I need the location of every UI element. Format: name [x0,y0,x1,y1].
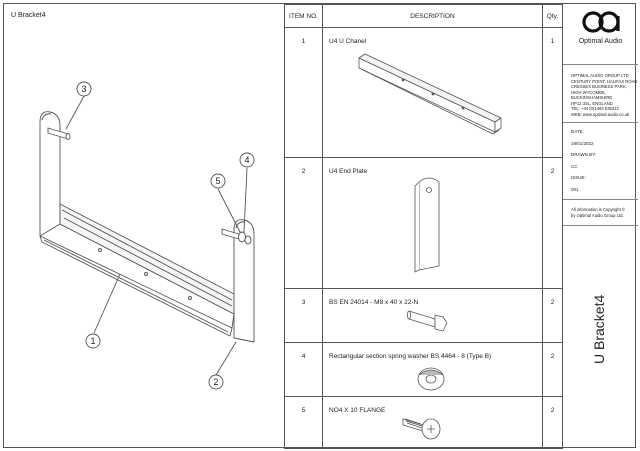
washer-thumbnail [417,367,445,391]
brand-name: Optimal Audio [578,38,623,45]
bolt-thumbnail [407,310,448,332]
divider [563,225,638,226]
table-row: 3 BS EN 24014 - M8 x 40 x 22-N 2 [284,288,563,343]
address-line: WEB: www.optimal-audio.co.uk [571,111,630,117]
end-plate-thumbnail [414,177,440,273]
item-description: Rectangular section spring washer BS 446… [329,353,492,360]
issue-label: ISSUE: [571,175,586,180]
address-line: CENTURY POINT, HALIFAX ROAD [571,78,638,84]
item-description-cell: Rectangular section spring washer BS 446… [322,342,543,397]
optimal-audio-logo-icon [582,11,620,33]
address-line: HIGH WYCOMBE, [571,89,606,95]
drawing-frame: U Bracket4 [3,3,638,449]
date-value: 19/01/2022 [571,141,594,146]
divider [563,199,638,200]
item-description-cell: U4 End Plate [322,157,543,289]
item-qty: 1 [542,27,563,158]
item-number: 5 [284,396,323,449]
item-description: BS EN 24014 - M8 x 40 x 22-N [329,299,419,306]
table-row: 2 U4 End Plate 2 [284,157,563,289]
callout-4: 4 [244,155,249,165]
copyright-line: All information is Copyright © [571,207,626,212]
bill-of-materials: ITEM NO. DESCRIPTION Qty. 1 U4 U Chanel [284,4,563,449]
item-description: U4 U Chanel [329,38,367,45]
item-description-cell: BS EN 24014 - M8 x 40 x 22-N [322,288,543,343]
right-end-plate [233,219,255,343]
assembly-drawing: 1 2 3 4 5 [39,81,255,390]
header-qty: Qty. [542,4,563,28]
divider [563,122,638,123]
bom-header-row: ITEM NO. DESCRIPTION Qty. [284,4,563,28]
callout-5: 5 [215,176,220,186]
address-line: TEL: +44 (0)1494 535312 [571,106,619,111]
address-line: CRESSEX BUSINESS PARK, [571,84,627,89]
copyright-notice: All information is Copyright © by Optima… [571,207,625,218]
drawing-area: U Bracket4 [4,4,285,447]
left-end-plate [39,111,61,241]
item-qty: 2 [542,288,563,343]
vertical-drawing-title: U Bracket4 [591,294,607,364]
issue-value: 001 [571,187,579,192]
company-address: OPTIMAL AUDIO GROUP LTD CENTURY POINT, H… [571,73,637,117]
item-number: 4 [284,342,323,397]
item-qty: 2 [542,342,563,397]
table-row: 4 Rectangular section spring washer BS 4… [284,342,563,397]
header-description: DESCRIPTION [322,4,543,28]
title-block: Optimal Audio OPTIMAL AUDIO GROUP LTD CE… [562,4,638,447]
item-qty: 2 [542,396,563,449]
table-row: 1 U4 U Chanel [284,27,563,158]
callout-1: 1 [90,336,95,346]
item-number: 3 [284,288,323,343]
bom-table: ITEM NO. DESCRIPTION Qty. 1 U4 U Chanel [284,4,563,449]
item-description-cell: U4 U Chanel [322,27,543,158]
table-row: 5 NO4 X 10 FLANGE 2 [284,396,563,449]
divider [563,64,638,65]
address-line: OPTIMAL AUDIO GROUP LTD [571,73,629,78]
u-channel-thumbnail [358,53,502,135]
item-description: U4 End Plate [329,168,368,175]
drawn-by-label: DRAWN BY: [571,152,597,157]
item-qty: 2 [542,157,563,289]
item-description: NO4 X 10 FLANGE [329,407,386,414]
address-line: BUCKINGHAMSHIRE [571,95,613,100]
callout-2: 2 [213,377,218,387]
date-label: DATE: [571,129,584,134]
item-number: 2 [284,157,323,289]
address-line: HP12 3SL, ENGLAND [571,100,613,106]
u-channel [39,223,235,329]
callout-3: 3 [81,84,86,94]
screw-thumbnail [402,418,441,440]
item-number: 1 [284,27,323,158]
drawing-title: U Bracket4 [11,12,46,19]
drawn-by-value: CC [571,164,578,169]
copyright-line: by Optimal Audio Group Ltd. [571,212,624,218]
header-item-no: ITEM NO. [284,4,323,28]
item-description-cell: NO4 X 10 FLANGE [322,396,543,449]
